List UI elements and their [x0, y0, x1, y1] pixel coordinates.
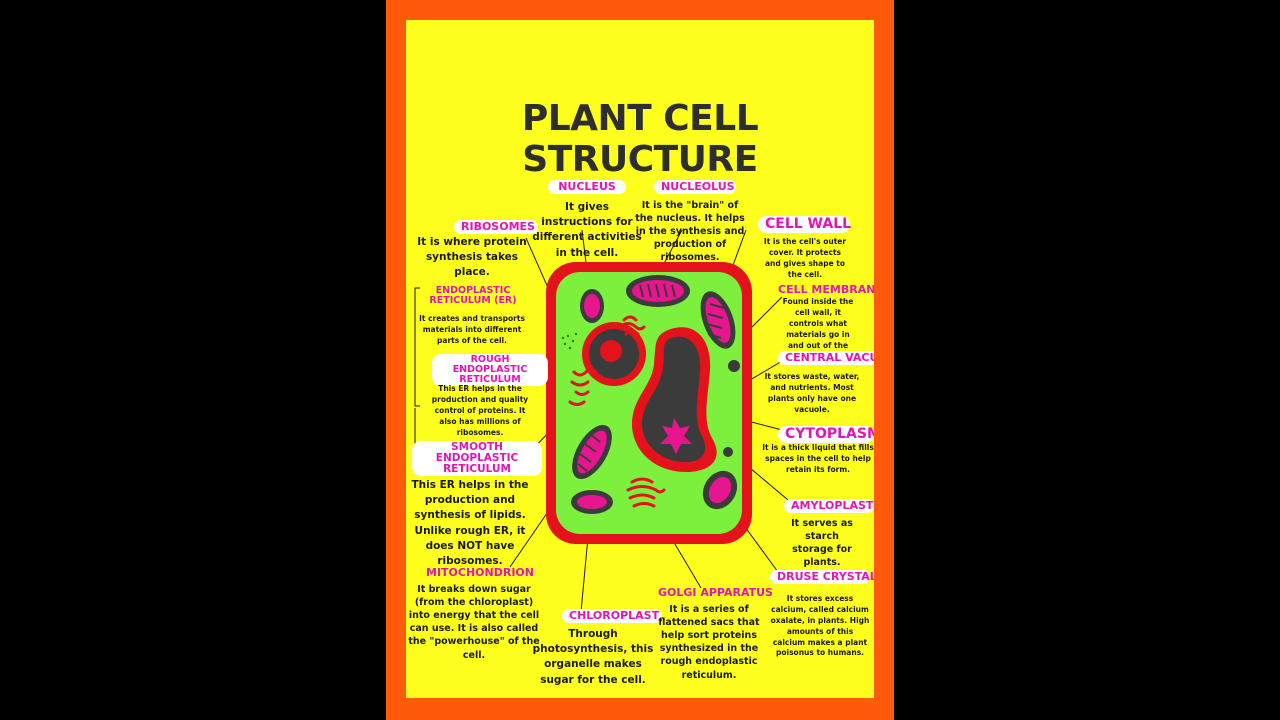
- label-cytoplasm: CYTOPLASM: [778, 426, 874, 443]
- nucleolus-shape: [600, 340, 622, 362]
- label-smooth-er: SMOOTH ENDOPLASTIC RETICULUM: [412, 441, 542, 477]
- label-cell-wall: CELL WALL: [758, 216, 851, 233]
- desc-golgi: It is a series of flattened sacs that he…: [658, 604, 760, 681]
- label-nucleolus: NUCLEOLUS: [654, 180, 736, 194]
- label-mitochondrion: MITOCHONDRION: [426, 566, 534, 579]
- label-ribosomes: RIBOSOMES: [454, 220, 538, 234]
- desc-nucleolus: It is the "brain" of the nucleus. It hel…: [635, 200, 745, 264]
- desc-ribosomes: It is where protein synthesis takes plac…: [417, 236, 527, 279]
- desc-chloroplast: Through photosynthesis, this organelle m…: [532, 628, 654, 686]
- desc-central-vacuole: It stores waste, water, and nutrients. M…: [764, 372, 860, 414]
- label-er: ENDOPLASTIC RETICULUM (ER): [429, 285, 517, 306]
- label-amyloplast: AMYLOPLAST: [784, 499, 874, 513]
- druse-crystal-shape: [660, 418, 692, 454]
- desc-mitochondrion: It breaks down sugar (from the chloropla…: [408, 584, 540, 661]
- label-druse-crystal: DRUSE CRYSTAL: [770, 570, 874, 584]
- golgi-shape: [626, 477, 666, 508]
- desc-cytoplasm: It is a thick liquid that fills spaces i…: [762, 443, 874, 474]
- desc-nucleus: It gives instructions for different acti…: [532, 201, 642, 259]
- label-nucleus: NUCLEUS: [548, 180, 626, 194]
- ribosome-dots: [561, 332, 578, 350]
- chloroplasts: [571, 289, 738, 514]
- desc-cell-wall: It is the cell's outer cover. It protect…: [763, 237, 847, 279]
- desc-rough-er: This ER helps in the production and qual…: [431, 384, 529, 437]
- label-chloroplast: CHLOROPLAST: [562, 609, 662, 623]
- rough-er-shape: [618, 315, 646, 336]
- mitochondria: [572, 275, 736, 480]
- central-vacuole-shape: [642, 336, 706, 462]
- desc-smooth-er: This ER helps in the production and synt…: [411, 479, 529, 568]
- label-central-vacuole: CENTRAL VACUOLE: [778, 351, 874, 365]
- label-rough-er: ROUGH ENDOPLASTIC RETICULUM: [432, 354, 548, 386]
- plant-cell-diagram: [414, 229, 795, 613]
- page-title: PLANT CELL STRUCTURE: [521, 98, 759, 180]
- amyloplasts: [723, 360, 740, 457]
- label-cell-membrane: CELL MEMBRANE: [778, 283, 874, 296]
- label-golgi: GOLGI APPARATUS: [658, 586, 773, 599]
- desc-er: It creates and transports materials into…: [419, 314, 525, 345]
- desc-druse-crystal: It stores excess calcium, called calcium…: [770, 594, 870, 658]
- smooth-er-shape: [568, 368, 598, 406]
- poster: PLANT CELL STRUCTURE: [406, 20, 874, 698]
- desc-amyloplast: It serves as starch storage for plants.: [791, 518, 853, 569]
